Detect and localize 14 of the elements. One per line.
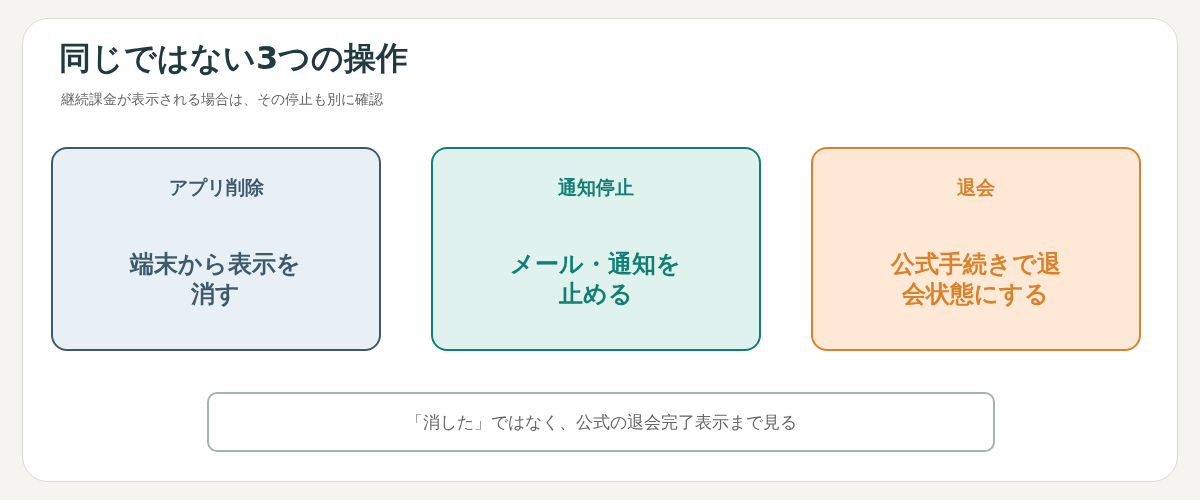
box-description: 公式手続きで退会状態にする	[889, 249, 1062, 309]
category-box	[431, 147, 761, 351]
box-heading: アプリ削除	[167, 175, 265, 200]
card	[22, 18, 1178, 482]
category-box	[51, 147, 381, 351]
box-description: 端末から表示を消す	[129, 249, 303, 309]
title: 同じではない3つの操作	[59, 38, 409, 79]
note-text: 「消した」ではなく、公式の退会完了表示まで見る	[404, 411, 798, 434]
box-heading: 退会	[956, 175, 996, 200]
category-box	[811, 147, 1141, 351]
box-heading: 通知停止	[557, 175, 635, 200]
subtitle: 継続課金が表示される場合は、その停止も別に確認	[61, 91, 383, 109]
box-description: メール・通知を止める	[509, 249, 683, 309]
note-box	[207, 392, 995, 452]
